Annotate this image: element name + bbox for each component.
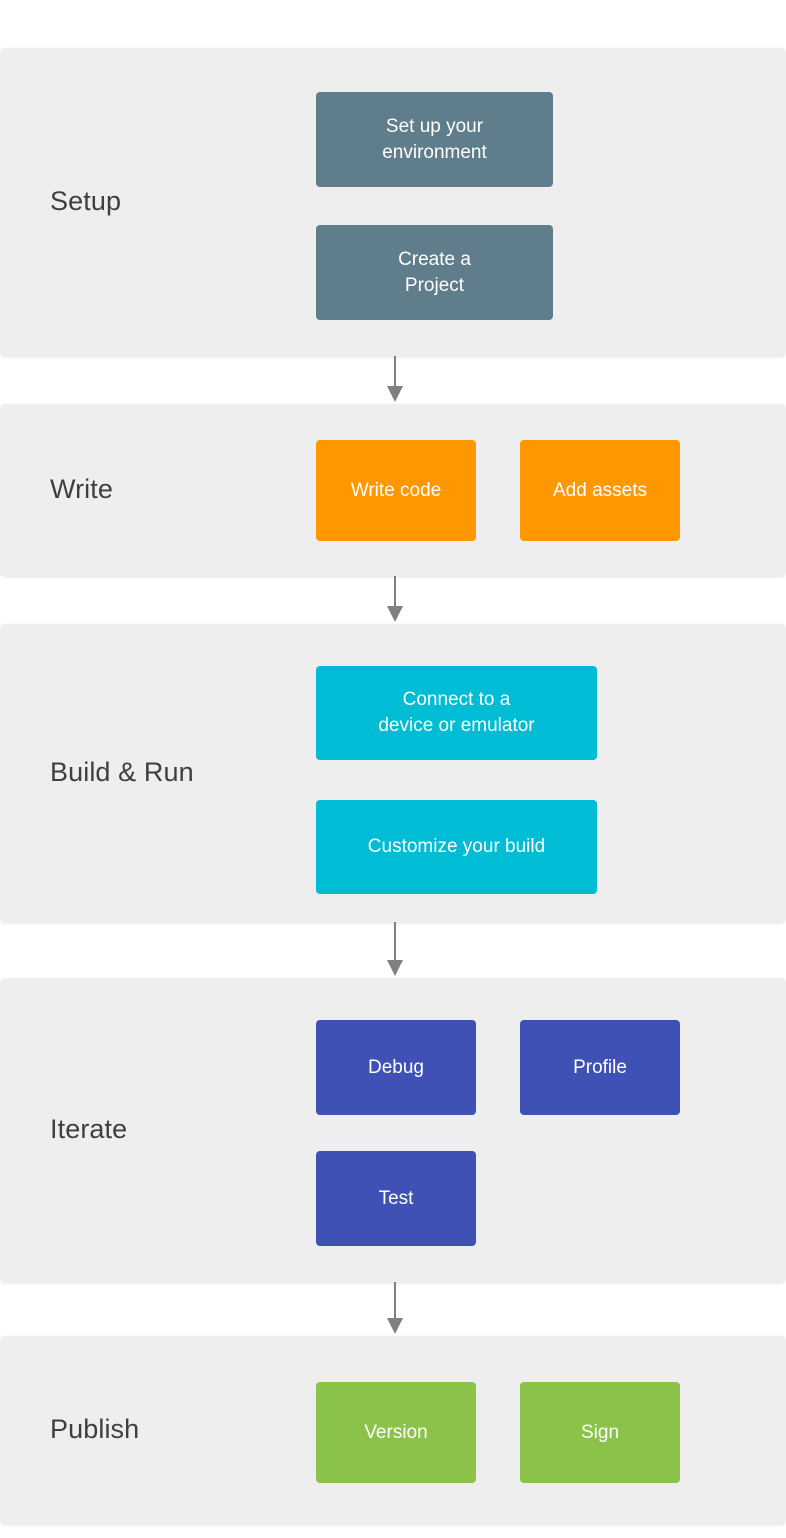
arrow-down-icon — [387, 356, 403, 402]
task-debug[interactable]: Debug — [316, 1020, 476, 1115]
arrow-down-icon — [387, 1282, 403, 1334]
stage-label-publish: Publish — [50, 1414, 140, 1445]
stage-label-iterate: Iterate — [50, 1114, 128, 1145]
task-set-up-your-environment[interactable]: Set up your environment — [316, 92, 553, 187]
task-connect-to-a-device-or-emulator[interactable]: Connect to a device or emulator — [316, 666, 597, 760]
task-write-code[interactable]: Write code — [316, 440, 476, 541]
connector-build-run-to-iterate — [381, 922, 409, 978]
task-customize-your-build[interactable]: Customize your build — [316, 800, 597, 894]
task-add-assets[interactable]: Add assets — [520, 440, 680, 541]
stage-label-setup: Setup — [50, 186, 122, 217]
task-sign[interactable]: Sign — [520, 1382, 680, 1483]
stage-write: Write Write code Add assets — [0, 404, 786, 576]
stage-publish: Publish Version Sign — [0, 1336, 786, 1524]
stage-label-build-run: Build & Run — [50, 757, 194, 788]
task-profile[interactable]: Profile — [520, 1020, 680, 1115]
task-create-a-project[interactable]: Create a Project — [316, 225, 553, 320]
stage-iterate: Iterate Debug Profile Test — [0, 978, 786, 1282]
connector-write-to-build-run — [381, 576, 409, 624]
task-test[interactable]: Test — [316, 1151, 476, 1246]
arrow-down-icon — [387, 922, 403, 976]
stage-setup: Setup Set up your environment Create a P… — [0, 48, 786, 356]
arrow-down-icon — [387, 576, 403, 622]
stage-label-write: Write — [50, 474, 114, 505]
connector-iterate-to-publish — [381, 1282, 409, 1336]
stage-build-run: Build & Run Connect to a device or emula… — [0, 624, 786, 922]
connector-setup-to-write — [381, 356, 409, 404]
task-version[interactable]: Version — [316, 1382, 476, 1483]
